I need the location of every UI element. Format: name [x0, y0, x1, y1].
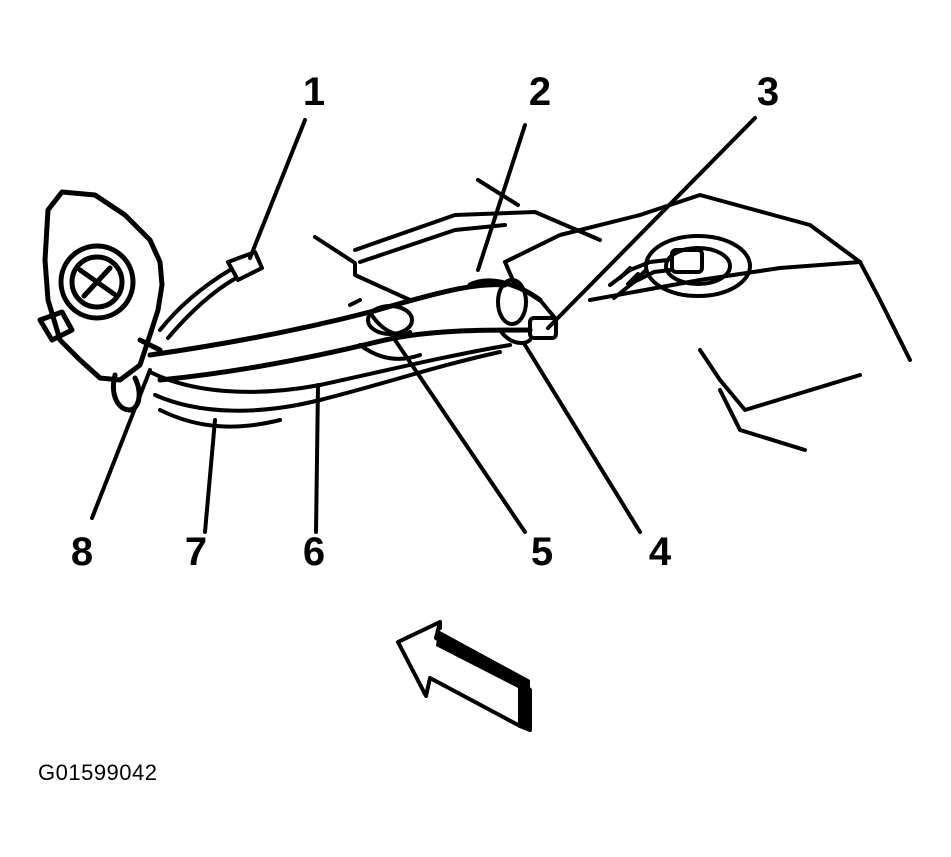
callout-8: 8: [70, 530, 94, 574]
callout-2: 2: [528, 70, 552, 114]
tank-hose-clamp: [496, 278, 532, 345]
middle-hose-clamp: [348, 298, 422, 361]
leader-line-6: [314, 383, 320, 534]
arrow-shadow: [436, 630, 530, 730]
leader-line-7: [203, 418, 217, 534]
fuel-sender-module: [608, 234, 752, 300]
leader-line-5: [393, 338, 527, 534]
leader-line-4: [523, 343, 642, 534]
leader-line-2: [476, 123, 527, 272]
fuel-fill-housing: [37, 189, 165, 413]
leader-lines: [90, 116, 757, 534]
figure-id: G01599042: [38, 760, 158, 785]
callout-4: 4: [648, 530, 672, 574]
leader-line-8: [90, 368, 152, 520]
vent-tubes: [148, 343, 512, 429]
callout-1: 1: [302, 70, 326, 114]
leader-line-1: [248, 118, 307, 260]
callout-5: 5: [530, 530, 554, 574]
vent-tube-fitting: [528, 298, 558, 340]
fuel-tank: [313, 178, 912, 452]
leader-line-3: [546, 116, 757, 330]
callout-6: 6: [302, 530, 326, 574]
ground-strap: [158, 250, 264, 340]
callout-7: 7: [184, 530, 208, 574]
callout-3: 3: [756, 70, 780, 114]
